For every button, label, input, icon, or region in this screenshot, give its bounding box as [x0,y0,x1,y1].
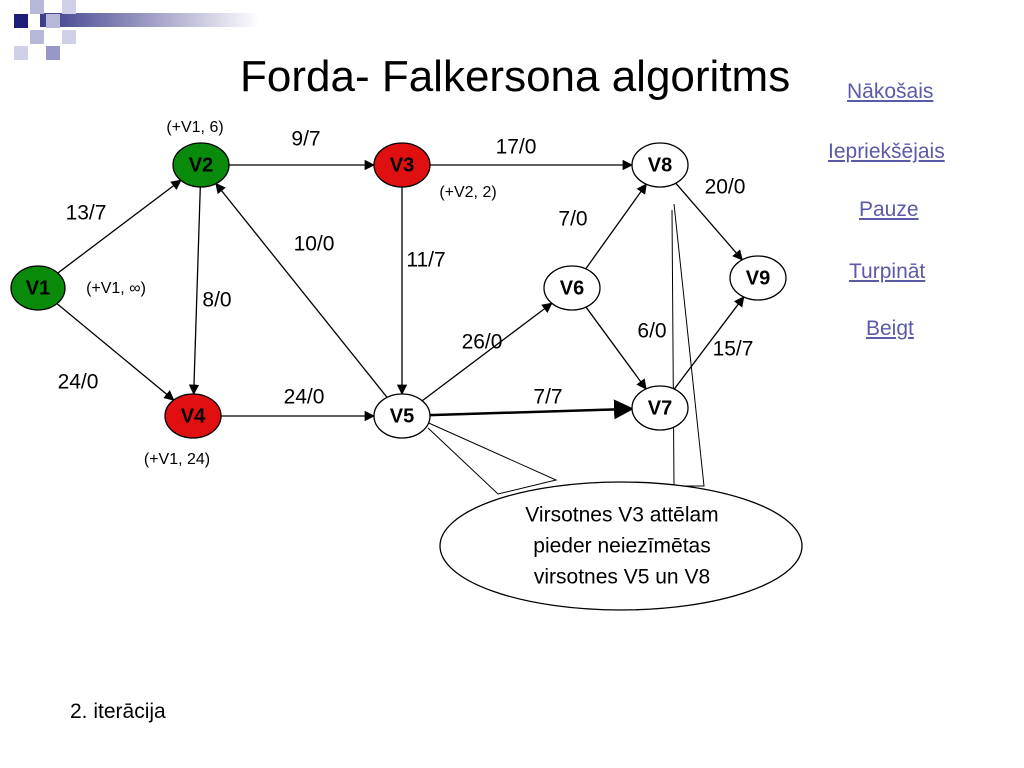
callout-balloon [439,481,803,611]
node-v9: V9 [729,255,787,301]
node-circle [10,265,66,311]
edge-v5-v2 [215,182,388,398]
edge-v6-v7 [585,306,647,390]
node-label: V8 [648,154,672,176]
decorative-square [62,30,76,44]
node-mark-v2: (+V1, 6) [166,119,223,136]
edge-label: 8/0 [202,289,231,312]
node-circle [373,142,431,188]
node-v4: V4 [164,393,222,439]
node-circle [172,142,230,188]
edge-label: 11/7 [406,249,445,272]
node-label: V2 [189,154,213,176]
edge-label: 9/7 [291,128,320,151]
edge-label: 10/0 [294,233,335,256]
edge-label: 7/7 [533,386,562,409]
decorative-square [14,14,28,28]
node-label: V7 [648,397,672,419]
node-circle [631,385,689,431]
decorative-square [14,46,28,60]
edges: 13/7 24/0 9/7 8/0 17/0 11/7 10/0 24/0 26/0 7/7 7/0… [56,128,754,422]
callout: Virsotnes V3 attēlam pieder neiezīmētas vi… [421,203,803,611]
node-mark-v3: (+V2, 2) [439,184,496,201]
edge-v5-v6 [421,302,553,402]
end-link[interactable]: Beigt [866,317,914,340]
edge-label: 15/7 [713,338,754,361]
edge-label: 26/0 [462,331,503,354]
edge-v2-v4 [188,186,201,396]
edge-label: 24/0 [58,371,99,394]
previous-link[interactable]: Iepriekšējais [828,140,945,163]
edge-label: 7/0 [558,208,587,231]
node-v7: V7 [631,385,689,431]
page-title: Forda- Falkersona algoritms [240,52,791,101]
callout-text-line: virsotnes V5 un V8 [534,566,710,589]
node-label: V5 [390,405,414,427]
decorative-square [30,30,44,44]
callout-text-line: Virsotnes V3 attēlam [525,504,718,527]
node-label: V3 [390,154,414,176]
iteration-label: 2. iterācija [70,700,166,723]
edge-v6-v8 [585,183,647,270]
node-circle [164,393,222,439]
node-label: V9 [746,267,770,289]
edge-label: 6/0 [637,320,666,343]
node-label: V1 [26,277,50,299]
node-v5: V5 [373,393,431,439]
edge-label: 24/0 [284,386,325,409]
decorative-squares [14,0,260,60]
decorative-square [46,14,60,28]
node-circle [373,393,431,439]
node-circle [631,142,689,188]
next-link[interactable]: Nākošais [847,80,934,103]
node-circle [729,255,787,301]
node-mark-v1: (+V1, ∞) [86,280,146,297]
node-v3: V3 [373,142,431,188]
callout-pointer-v8 [671,203,705,487]
decorative-square [62,0,76,14]
node-label: V6 [560,277,584,299]
node-v1: V1 [10,265,66,311]
edge-v1-v2 [57,179,182,274]
gradient-bar [40,13,260,27]
node-label: V4 [181,405,206,427]
edge-label: 20/0 [705,176,746,199]
pause-link[interactable]: Pauze [859,198,919,221]
edge-v1-v4 [56,303,175,401]
node-circle [543,265,601,311]
edge-v5-v7 [429,399,635,420]
edge-label: 13/7 [66,202,107,225]
node-v8: V8 [631,142,689,188]
callout-text-line: pieder neiezīmētas [533,535,710,558]
decorative-square [30,0,44,14]
node-v2: V2 [172,142,230,188]
edge-v7-v9 [673,296,745,390]
resume-link[interactable]: Turpināt [849,260,926,283]
edge-v8-v9 [675,182,743,261]
decorative-square [46,46,60,60]
node-v6: V6 [543,265,601,311]
node-mark-v4: (+V1, 24) [144,451,210,468]
callout-pointer-v5 [421,419,558,495]
edge-label: 17/0 [496,136,537,159]
